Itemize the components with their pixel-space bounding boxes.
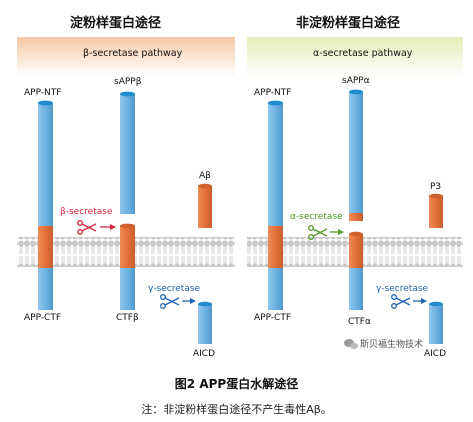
abeta-label: Aβ: [199, 171, 211, 181]
p3-fragment: [429, 193, 443, 228]
app-processing-diagram: [17, 37, 463, 350]
left-app-ctf-label: APP-CTF: [24, 313, 62, 323]
left-gamma-secretase-scissors-icon: [160, 294, 180, 309]
alpha-secretase-scissors-icon: [308, 225, 328, 240]
right-gamma-secretase-scissors-icon: [391, 294, 411, 309]
right-pathway-header: [247, 37, 463, 77]
beta-secretase-label: β-secretase: [60, 207, 113, 217]
wechat-icon: [344, 339, 358, 350]
left-pathway-header: [17, 37, 235, 77]
abeta-fragment: [198, 183, 212, 228]
figure-note: 注：非淀粉样蛋白途径不产生毒性Aβ。: [141, 403, 332, 416]
right-pathway-label: α-secretase pathway: [313, 48, 413, 59]
left-gamma-secretase-arrow-icon: [182, 298, 196, 304]
beta-secretase-arrow-icon: [100, 224, 116, 230]
right-aicd-fragment: [429, 301, 443, 344]
watermark-text: 斯贝福生物技术: [360, 340, 424, 350]
left-panel-title: 淀粉样蛋白途径: [70, 16, 162, 31]
ctfb-label: CTFβ: [116, 313, 139, 323]
alpha-secretase-label: α-secretase: [290, 212, 343, 222]
left-app-ntf-label: APP-NTF: [24, 88, 62, 98]
beta-secretase-scissors-icon: [77, 220, 97, 235]
right-ctfa-fragment: [349, 231, 363, 310]
left-aicd-label: AICD: [193, 349, 216, 359]
right-gamma-secretase-label: γ-secretase: [376, 284, 429, 294]
left-gamma-secretase-label: γ-secretase: [148, 284, 201, 294]
left-pathway-label: β-secretase pathway: [83, 48, 183, 59]
left-aicd-fragment: [198, 301, 212, 344]
sappa-label: sAPPα: [342, 76, 370, 86]
ctfa-label: CTFα: [348, 317, 371, 327]
right-app-ctf-label: APP-CTF: [254, 313, 292, 323]
right-app-protein: [268, 100, 283, 310]
left-ctfb-fragment: [120, 223, 135, 310]
figure-caption: 图2 APP蛋白水解途径: [174, 377, 299, 391]
sappb-label: sAPPβ: [114, 77, 142, 87]
p3-label: P3: [430, 182, 442, 192]
right-panel-title: 非淀粉样蛋白途径: [296, 16, 401, 31]
left-app-protein: [38, 100, 53, 310]
alpha-secretase-arrow-icon: [330, 229, 344, 235]
right-aicd-label: AICD: [424, 349, 447, 359]
right-sappa-fragment: [349, 89, 363, 221]
left-sappb-fragment: [120, 91, 135, 214]
right-app-ntf-label: APP-NTF: [254, 88, 292, 98]
right-gamma-secretase-arrow-icon: [413, 298, 427, 304]
